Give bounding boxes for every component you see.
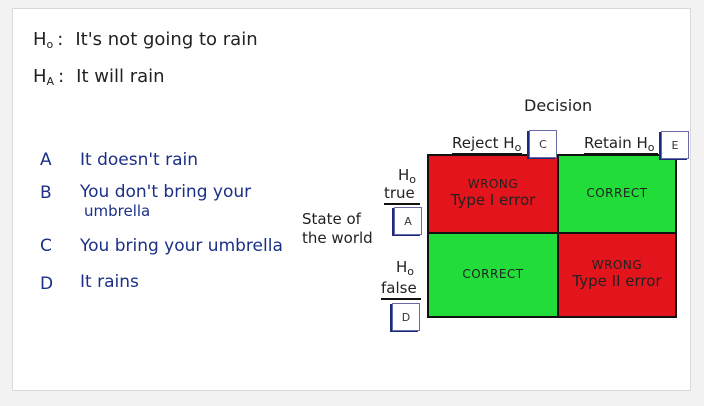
cell-true-reject-type: Type I error	[450, 191, 536, 210]
option-d-letter: D	[40, 274, 54, 294]
retain-label: Retain H	[584, 134, 648, 152]
column-header-reject: Reject Ho	[452, 134, 521, 154]
cell-false-reject: CORRECT	[427, 232, 559, 318]
alt-hypothesis-symbol: H	[33, 66, 47, 87]
row-header-false-top: Ho	[396, 258, 414, 278]
state-of-world-line1: State of	[302, 210, 361, 228]
row-header-false: false	[381, 279, 417, 297]
cell-false-reject-status: CORRECT	[462, 267, 524, 282]
true-underline	[384, 203, 420, 205]
null-hypothesis-subscript: o	[46, 38, 54, 51]
cell-true-reject: WRONG Type I error	[427, 154, 559, 234]
false-underline	[381, 298, 421, 300]
null-hypothesis-text: It's not going to rain	[75, 29, 258, 50]
option-a-letter: A	[40, 150, 52, 170]
answer-box-c[interactable]: C	[529, 130, 557, 158]
cell-false-retain: WRONG Type II error	[557, 232, 677, 318]
state-of-world-line2: the world	[302, 229, 373, 247]
cell-false-retain-status: WRONG	[591, 258, 643, 273]
null-hypothesis-colon: :	[57, 29, 64, 50]
row-false-subscript: o	[407, 265, 415, 278]
option-b-text: You don't bring your	[80, 182, 252, 202]
alt-hypothesis-text: It will rain	[76, 66, 165, 87]
answer-box-d[interactable]: D	[392, 303, 420, 331]
cell-true-reject-status: WRONG	[467, 177, 519, 192]
option-b-letter: B	[40, 183, 52, 203]
retain-subscript: o	[647, 141, 655, 154]
option-a-text: It doesn't rain	[80, 150, 199, 170]
row-header-true-top: Ho	[398, 166, 416, 186]
row-false-symbol: H	[396, 258, 408, 276]
option-d-text: It rains	[80, 272, 139, 292]
cell-true-retain-status: CORRECT	[586, 186, 648, 201]
column-header-retain: Retain Ho	[584, 134, 655, 154]
cell-true-retain: CORRECT	[557, 154, 677, 234]
alternative-hypothesis: HA: It will rain	[33, 66, 165, 88]
reject-label: Reject H	[452, 134, 515, 152]
row-true-symbol: H	[398, 166, 410, 184]
alt-hypothesis-subscript: A	[46, 75, 55, 88]
reject-subscript: o	[514, 141, 522, 154]
decision-label: Decision	[524, 96, 593, 115]
option-b-text-line2: umbrella	[84, 202, 151, 220]
row-header-true: true	[384, 184, 415, 202]
option-c-letter: C	[40, 236, 52, 256]
option-c-text: You bring your umbrella	[80, 236, 283, 256]
answer-box-e[interactable]: E	[661, 131, 689, 159]
answer-box-a[interactable]: A	[394, 207, 422, 235]
row-true-subscript: o	[409, 173, 417, 186]
null-hypothesis: Ho: It's not going to rain	[33, 29, 258, 51]
alt-hypothesis-colon: :	[58, 66, 65, 87]
cell-false-retain-type: Type II error	[572, 272, 662, 291]
null-hypothesis-symbol: H	[33, 29, 47, 50]
